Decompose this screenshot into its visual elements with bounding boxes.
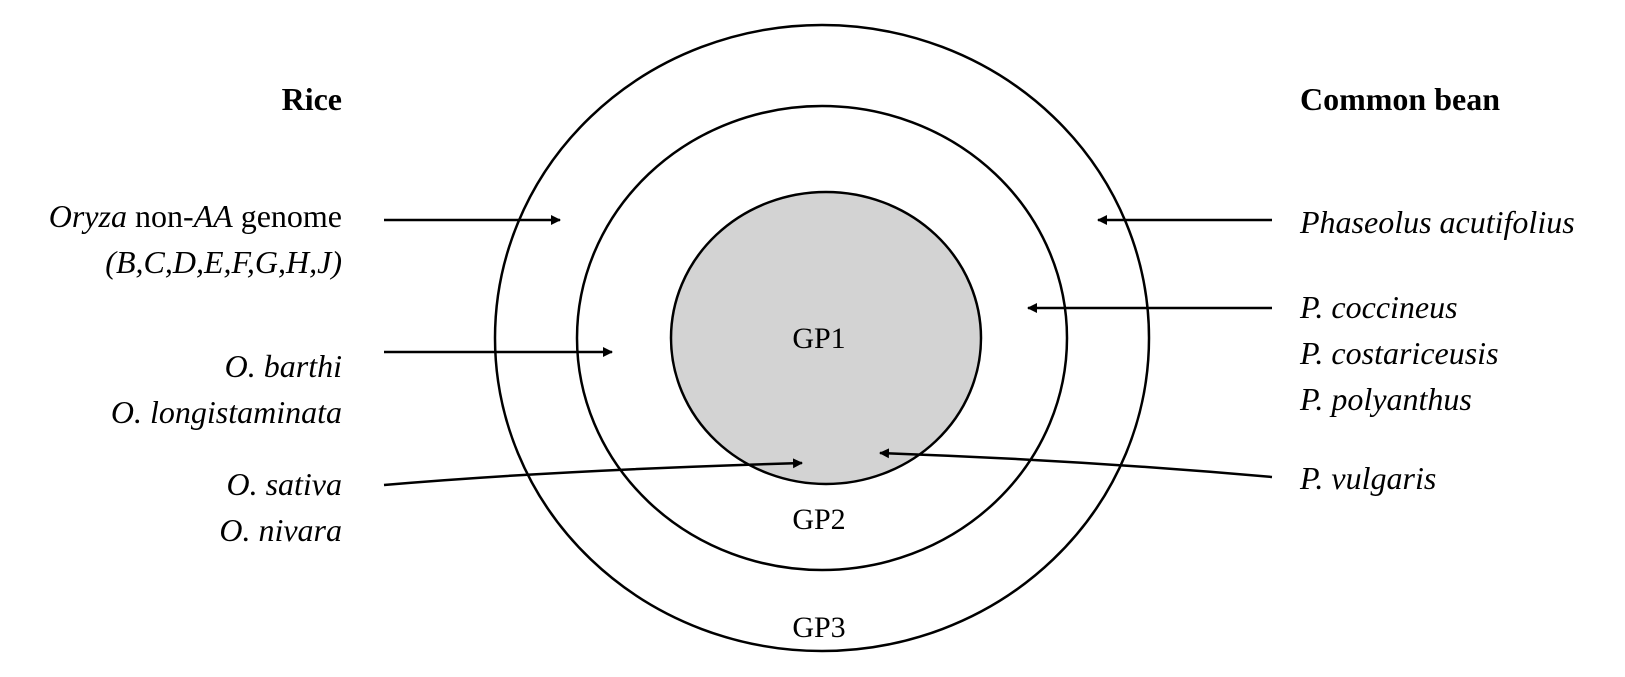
gp2-ring [575, 104, 1069, 572]
gp1-label: GP1 [792, 322, 846, 355]
genome-word: genome [232, 198, 342, 234]
bean-gp2-species-3: P. polyanthus [1300, 381, 1472, 417]
arrow-bean-gp1 [879, 448, 1273, 479]
bean-gp2-species-1: P. coccineus [1300, 289, 1458, 325]
arrow-rice-gp1 [383, 458, 803, 487]
gp1-core [669, 190, 983, 486]
gp3-label: GP3 [792, 611, 846, 644]
rice-gp2-species-2: O. longistaminata [110, 394, 342, 430]
oryza-genus: Oryza [48, 198, 127, 234]
bean-gp2-species-2: P. costariceusis [1300, 335, 1499, 371]
rice-heading: Rice [281, 81, 342, 117]
common-bean-heading: Common bean [1300, 81, 1501, 117]
rice-genome-list: (B,C,D,E,F,G,H,J) [105, 244, 342, 280]
aa-genome: AA [193, 198, 233, 234]
non-aa-prefix: non- [126, 198, 194, 234]
rice-gp3-label: Oryza non-AA genome [49, 194, 342, 238]
rice-gp1-species-1: O. sativa [226, 466, 342, 502]
rice-gp2-species-1: O. barthi [224, 348, 342, 384]
bean-gp1-species: P. vulgaris [1300, 460, 1437, 496]
rice-gp1-species-2: O. nivara [219, 512, 342, 548]
gp2-label: GP2 [792, 503, 846, 536]
gp3-ring [493, 23, 1151, 653]
bean-gp3-species: Phaseolus acutifolius [1300, 204, 1575, 240]
